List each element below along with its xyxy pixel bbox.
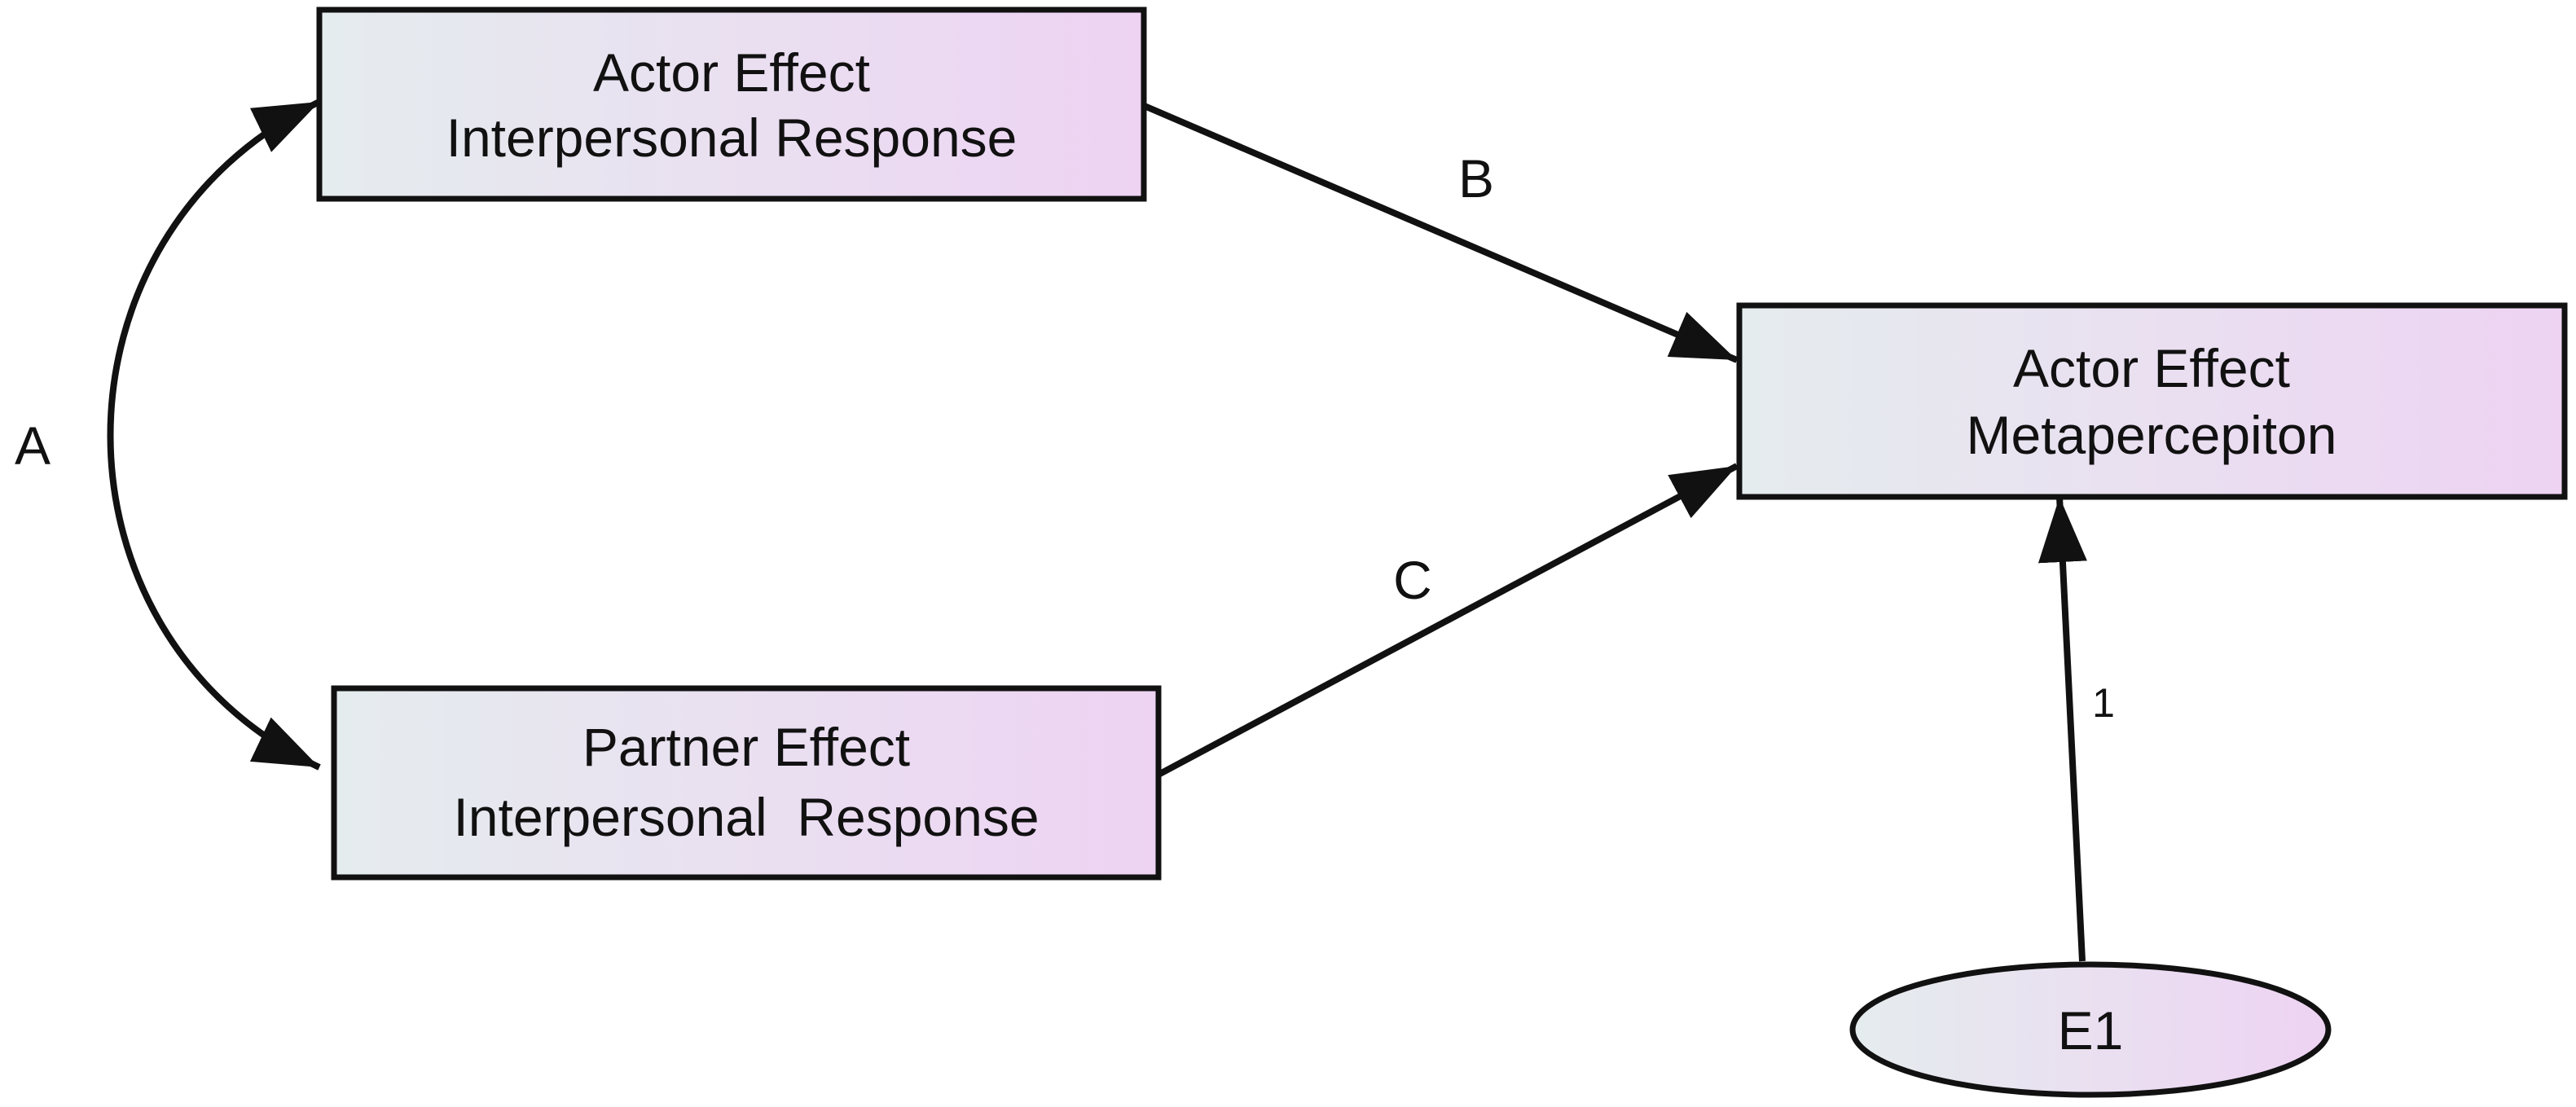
node-actor-metaperception: Actor Effect Metapercepiton bbox=[1736, 302, 2568, 500]
path-arrow-c bbox=[1155, 463, 1739, 779]
node-actor-metaperception-line1: Actor Effect bbox=[2013, 338, 2290, 398]
path-arrow-error bbox=[2038, 496, 2087, 962]
node-partner-interpersonal-line1: Partner Effect bbox=[582, 717, 910, 777]
path-label-error-weight: 1 bbox=[2092, 680, 2115, 726]
path-arrow-b bbox=[1139, 101, 1739, 363]
covariance-arrow-a bbox=[107, 99, 321, 771]
node-actor-interpersonal-line2: Interpersonal Response bbox=[446, 108, 1018, 168]
node-partner-interpersonal-response: Partner Effect Interpersonal Response bbox=[331, 685, 1162, 881]
node-actor-interpersonal-line1: Actor Effect bbox=[593, 42, 870, 103]
node-actor-interpersonal-response: Actor Effect Interpersonal Response bbox=[316, 7, 1147, 202]
path-label-c: C bbox=[1393, 550, 1432, 610]
node-partner-interpersonal-line2: Interpersonal Response bbox=[453, 787, 1039, 847]
path-label-a: A bbox=[15, 415, 51, 476]
path-label-b: B bbox=[1458, 148, 1494, 209]
node-error-e1-label: E1 bbox=[2058, 1000, 2124, 1061]
node-error-e1: E1 bbox=[1849, 961, 2332, 1098]
node-actor-metaperception-line2: Metapercepiton bbox=[1967, 405, 2337, 465]
